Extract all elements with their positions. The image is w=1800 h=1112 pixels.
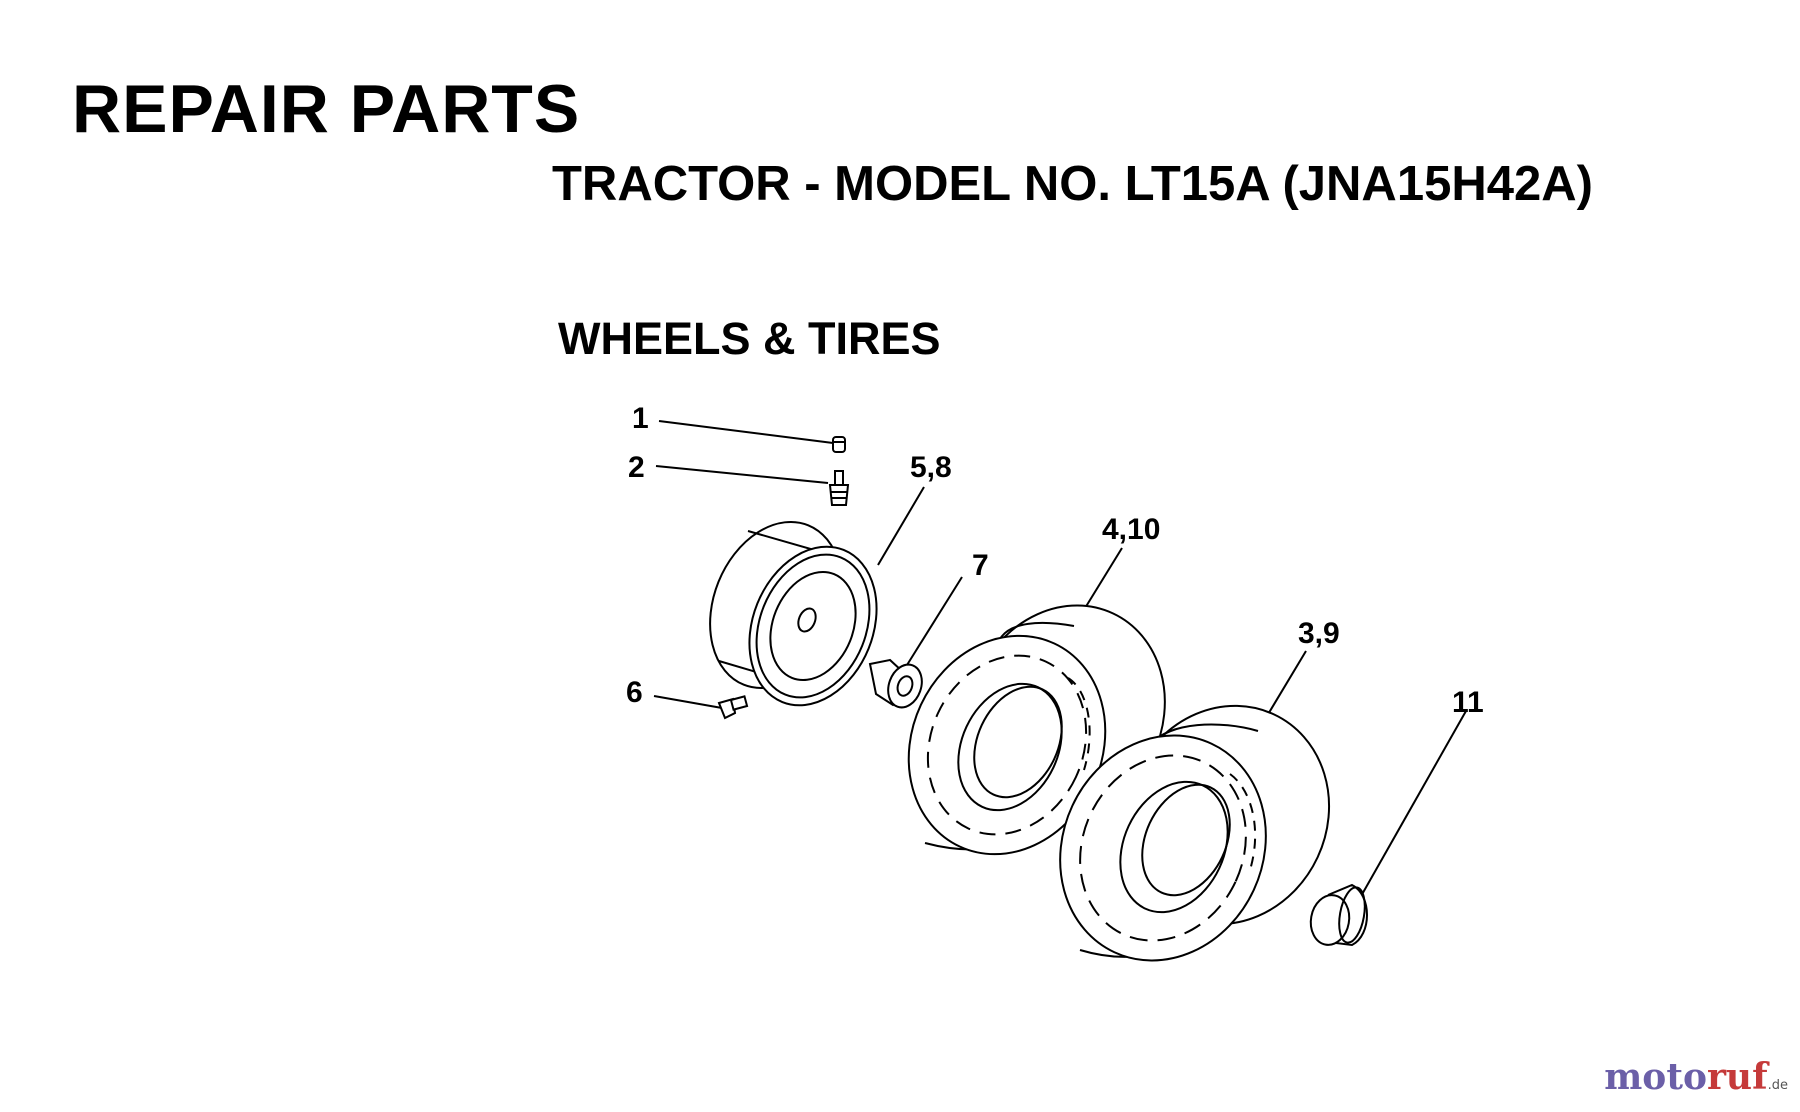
- leader-line-5-8: [877, 486, 925, 566]
- callout-5-8: 5,8: [910, 451, 952, 484]
- section-heading: WHEELS & TIRES: [558, 313, 941, 364]
- leader-line-7: [906, 576, 963, 666]
- callout-1: 1: [632, 402, 649, 435]
- valve-stem-part: [828, 470, 850, 506]
- hub-cap-part: [1309, 883, 1368, 947]
- callout-3-9: 3,9: [1298, 617, 1340, 650]
- callout-7: 7: [972, 549, 989, 582]
- callout-6: 6: [626, 676, 643, 709]
- leader-line-6: [653, 695, 723, 709]
- valve-cap-part: [832, 436, 846, 453]
- leader-line-1: [658, 420, 834, 444]
- model-subtitle: TRACTOR - MODEL NO. LT15A (JNA15H42A): [552, 157, 1593, 211]
- grease-fitting-part: [717, 695, 749, 720]
- callout-11: 11: [1452, 686, 1484, 719]
- rim-part: [709, 520, 878, 707]
- bushing-part: [868, 658, 923, 709]
- leader-line-2: [655, 465, 829, 484]
- callout-labels: 1 2 5,8 4,10 7 3,9 6 11: [626, 402, 1484, 719]
- callout-2: 2: [628, 451, 645, 484]
- callout-4-10: 4,10: [1102, 513, 1160, 546]
- page-title: REPAIR PARTS: [72, 71, 581, 147]
- leader-line-11: [1355, 710, 1467, 906]
- watermark-logo: motoruf.de: [1604, 1056, 1788, 1098]
- rear-tire-part: [1059, 704, 1331, 962]
